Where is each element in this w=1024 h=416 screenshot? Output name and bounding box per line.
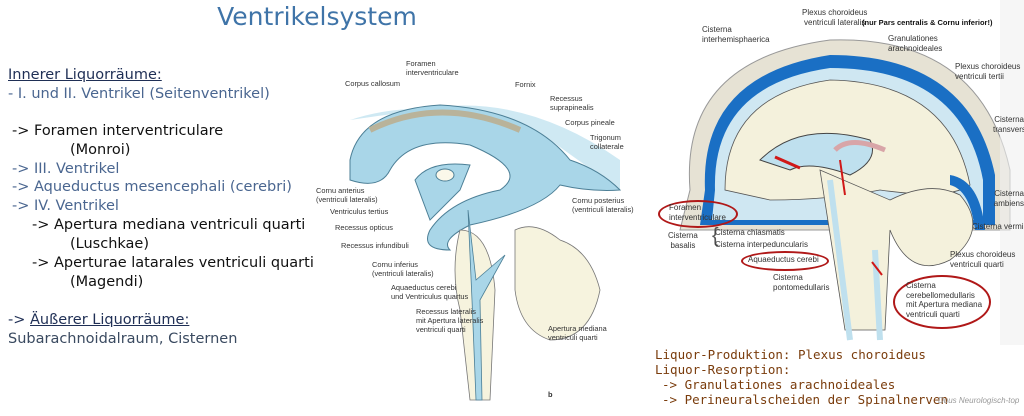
label-cisterna-chiasmatis: Cisterna chiasmatis [715,228,785,237]
text-liquor-produktion: Liquor-Produktion: Plexus choroideus [655,347,926,362]
label-fornix: Fornix [515,80,536,89]
image-credit: Duus Neurologisch-top [938,396,1020,405]
text-perineuralscheiden: -> Perineuralscheiden der Spinalnerven [662,392,948,407]
label-cisterna-transversa: Cisternatransversa [993,115,1024,134]
label-aquaeductus-cerebi: Aquaeductus cerebi [748,255,819,264]
arrow-prefix: -> [8,312,26,328]
label-cisterna-interpeduncularis: Cisterna interpeduncularis [715,240,808,249]
text-line: (Luschkae) [70,236,149,252]
text-line: (Magendi) [70,274,144,290]
label-cornu-inferius: Cornu inferius(ventriculi lateralis) [372,260,434,278]
outer-csf-heading: -> Äußerer Liquorräume: [8,311,189,329]
highlight-oval [893,275,991,329]
text-line: -> Foramen interventriculare [12,123,224,139]
note-pars-centralis: (nur Pars centralis & Cornu inferior!) [862,18,993,27]
label-corpus-pineale: Corpus pineale [565,118,615,127]
highlight-oval [658,200,738,228]
label-corpus-callosum: Corpus callosum [345,79,401,88]
brace: { [712,225,719,247]
label-cornu-anterius: Cornu anterius(ventriculi lateralis) [316,186,378,204]
text-line: -> Aperturae latarales ventriculi quarti [32,255,314,271]
inner-csf-heading: Innerer Liquorräume: [8,67,162,83]
outer-heading-text: Äußerer Liquorräume: [30,312,190,328]
text-granulationes: -> Granulationes arachnoideales [662,377,896,392]
label-cisterna-vermis: Cisterna vermis [972,222,1024,231]
text-line: -> Aqueductus mesencephali (cerebri) [12,179,292,195]
highlight-oval [741,251,829,271]
figure-letter: b [548,390,553,399]
text-line: -> IV. Ventrikel [12,198,119,214]
text-line: -> III. Ventrikel [12,161,120,177]
text-line: (Monroi) [70,142,131,158]
text-line: -> Apertura mediana ventriculi quarti [32,217,306,233]
label-ventriculus-tertius: Ventriculus tertius [330,207,389,216]
label-recessus-infundibuli: Recessus infundibuli [341,241,409,250]
sagittal-brain-illustration [679,0,1024,345]
text-line: Subarachnoidalraum, Cisternen [8,331,238,347]
ventricle-cast-illustration [349,104,622,401]
label-recessus-opticus: Recessus opticus [335,223,393,232]
label-cornu-posterius: Cornu posterius(ventriculi lateralis) [572,196,634,214]
page-title: Ventrikelsystem [217,2,417,31]
text-liquor-resorption: Liquor-Resorption: [655,362,791,377]
text-line: - I. und II. Ventrikel (Seitenventrikel) [8,86,270,102]
